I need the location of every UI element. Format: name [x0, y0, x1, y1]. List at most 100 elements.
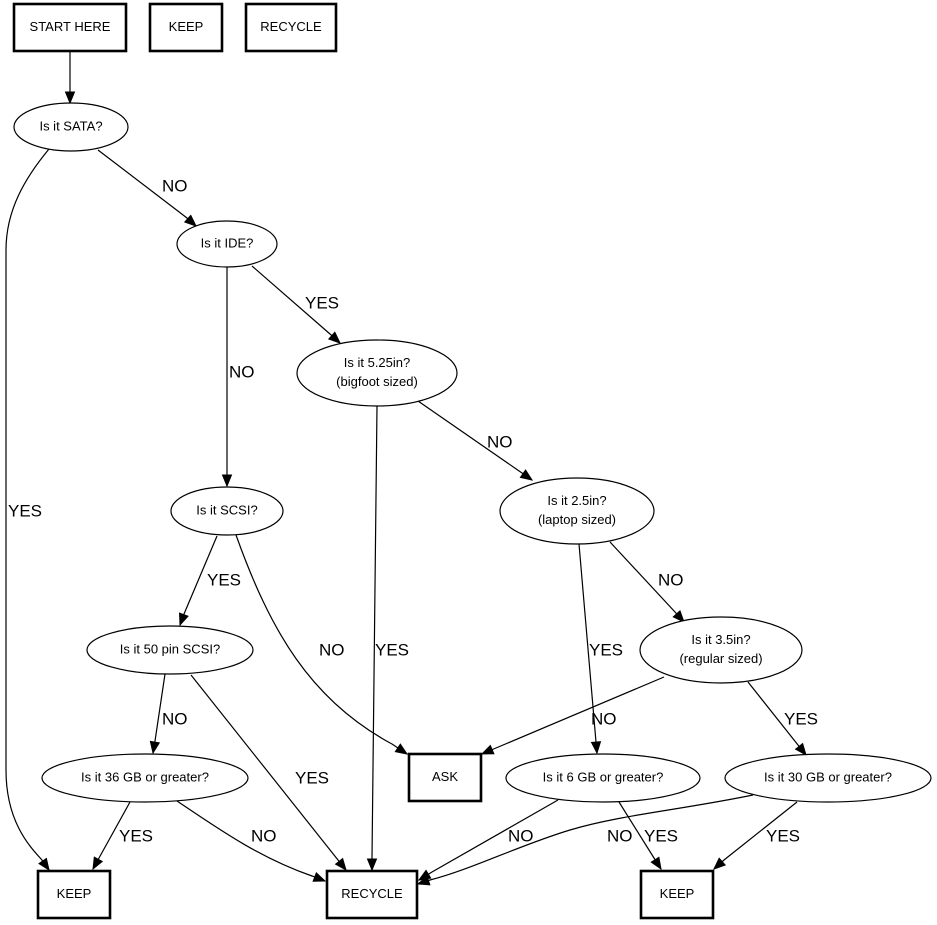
arrow-head-icon [221, 474, 233, 488]
edge-sata-to-keep1 [5, 148, 50, 872]
node-in525: Is it 5.25in?(bigfoot sized) [296, 339, 458, 407]
arrow-head-icon [64, 91, 76, 105]
node-shape [407, 752, 483, 803]
node-legend_keep: KEEP [148, 2, 224, 53]
node-shape [36, 869, 112, 920]
edge-line [176, 800, 326, 882]
arrow-head-icon [38, 857, 50, 872]
node-sata: Is it SATA? [13, 102, 129, 152]
node-gb6: Is it 6 GB or greater? [505, 753, 701, 803]
arrow-head-icon [713, 857, 727, 870]
node-recycle: RECYCLE [325, 869, 419, 920]
node-gb30: Is it 30 GB or greater? [724, 753, 932, 803]
edge-label: NO [487, 432, 513, 451]
nodes-layer: START HERE KEEP RECYCLE Is it SATA? Is it ID… [12, 2, 932, 920]
edge-label: NO [508, 826, 534, 845]
arrow-head-icon [179, 612, 189, 627]
arrow-head-icon [334, 857, 347, 872]
node-in35: Is it 3.5in?(regular sized) [639, 616, 803, 684]
node-label: Is it IDE? [201, 235, 254, 250]
edge-line [481, 676, 665, 755]
node-label: Is it 6 GB or greater? [543, 769, 664, 784]
edge-in525-to-in25 [417, 400, 534, 481]
edge-gb36-to-keep1 [92, 801, 131, 871]
node-shape [86, 625, 254, 675]
edge-line [417, 794, 754, 885]
edge-scsi50-to-recycle [190, 674, 347, 872]
edge-label: YES [295, 768, 329, 787]
arrow-head-icon [312, 871, 327, 882]
node-label: ASK [432, 769, 458, 784]
arrow-head-icon [327, 331, 341, 344]
node-label: Is it 2.5in? [547, 493, 606, 508]
arrow-head-icon [366, 858, 378, 872]
edge-ide-to-in525 [251, 265, 341, 344]
edge-scsi-to-scsi50 [179, 535, 218, 627]
arrow-head-icon [650, 856, 662, 871]
node-label: Is it SCSI? [196, 502, 257, 517]
edge-label: YES [305, 293, 339, 312]
node-shape [244, 2, 338, 53]
edge-label: YES [207, 570, 241, 589]
node-shape [639, 616, 803, 684]
edge-line [418, 799, 559, 881]
node-scsi50: Is it 50 pin SCSI? [86, 625, 254, 675]
node-shape [325, 869, 419, 920]
edge-label: NO [229, 362, 255, 381]
node-keep1: KEEP [36, 869, 112, 920]
edge-start-to-sata [64, 51, 76, 105]
edge-label: YES [644, 826, 678, 845]
node-label: (laptop sized) [538, 512, 616, 527]
node-label: (bigfoot sized) [336, 374, 418, 389]
edge-label: NO [319, 640, 345, 659]
node-in25: Is it 2.5in? (laptop sized) [499, 477, 655, 545]
node-ask: ASK [407, 752, 483, 803]
node-shape [505, 753, 701, 803]
edge-label: YES [784, 709, 818, 728]
arrow-head-icon [183, 214, 197, 227]
node-legend_recycle: RECYCLE [244, 2, 338, 53]
node-keep2: KEEP [639, 869, 715, 920]
edge-scsi-to-ask [235, 534, 409, 755]
node-shape [639, 869, 715, 920]
edge-label: YES [766, 826, 800, 845]
node-shape [41, 753, 249, 803]
arrow-head-icon [519, 469, 534, 481]
edge-line [235, 534, 408, 755]
node-label: KEEP [169, 19, 204, 34]
edge-scsi50-to-gb36 [149, 673, 166, 755]
edge-in25-to-in35 [609, 541, 685, 623]
arrow-head-icon [480, 744, 495, 755]
arrow-head-icon [590, 741, 602, 755]
edge-line [417, 400, 533, 481]
edge-line [5, 148, 50, 871]
edge-gb30-to-keep2 [713, 801, 798, 870]
node-label: KEEP [57, 886, 92, 901]
edge-in25-to-gb6 [578, 543, 602, 755]
node-gb36: Is it 36 GB or greater? [41, 753, 249, 803]
node-shape [170, 486, 284, 536]
edge-gb6-to-keep2 [618, 801, 662, 871]
edge-label: NO [591, 709, 617, 728]
edge-in525-to-recycle [366, 405, 378, 872]
edge-sata-to-ide [97, 149, 197, 227]
node-label: KEEP [660, 886, 695, 901]
node-shape [13, 102, 129, 152]
edge-label: YES [119, 826, 153, 845]
edge-line [371, 405, 378, 870]
edge-in35-to-gb30 [747, 681, 807, 757]
node-label: Is it 3.5in? [691, 632, 750, 647]
edge-gb6-to-recycle [417, 799, 559, 881]
node-start: START HERE [12, 2, 128, 53]
edge-label: NO [251, 826, 277, 845]
node-label: Is it SATA? [39, 118, 102, 133]
arrow-head-icon [394, 743, 409, 755]
node-shape [724, 753, 932, 803]
edge-label: NO [162, 176, 188, 195]
node-scsi: Is it SCSI? [170, 486, 284, 536]
arrow-head-icon [672, 609, 685, 623]
node-label: RECYCLE [341, 886, 403, 901]
node-shape [296, 339, 458, 407]
